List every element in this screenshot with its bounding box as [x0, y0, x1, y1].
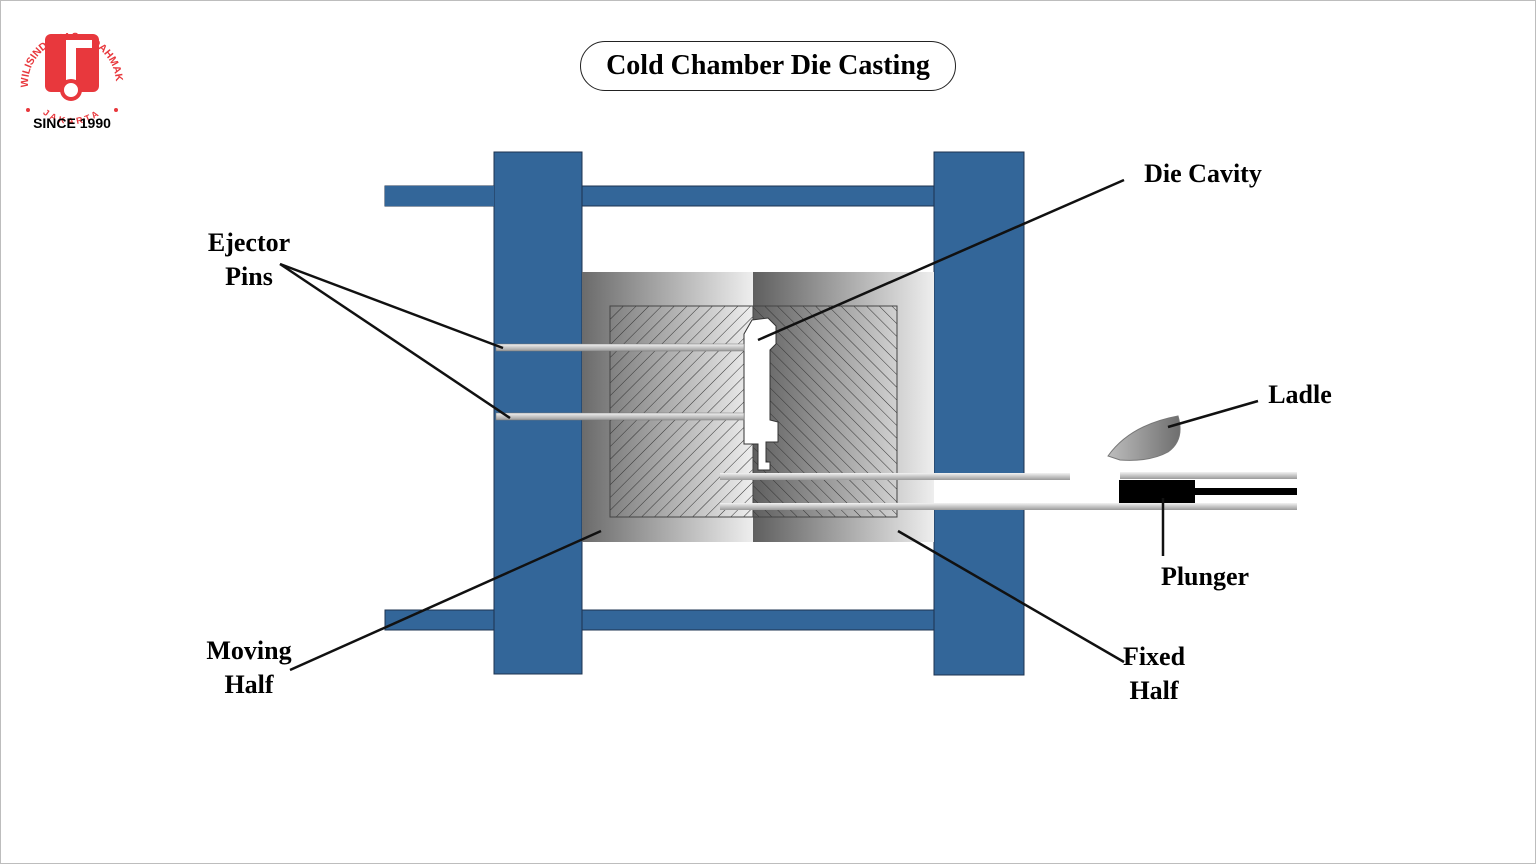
- logo-stem: [66, 40, 76, 80]
- moving-die-insert: [609, 305, 754, 518]
- label-ladle: Ladle: [1268, 380, 1332, 409]
- fixed-platen: [933, 151, 1025, 676]
- leader-ladle: [1167, 399, 1259, 429]
- leader-ejector-pin-upper: [279, 262, 504, 350]
- shot-sleeve-lower-wall: [720, 503, 1297, 510]
- plunger-rod: [1195, 488, 1297, 495]
- plunger-tip: [1119, 480, 1195, 503]
- ejector-pin-upper: [495, 343, 745, 352]
- label-die-cavity: Die Cavity: [1144, 159, 1262, 188]
- label-moving-half-line2: Half: [224, 670, 274, 699]
- leader-fixed-half: [897, 529, 1125, 664]
- ejector-pin-lower: [495, 412, 745, 421]
- logo-dot-left: [26, 108, 30, 112]
- shot-sleeve-upper-wall: [720, 473, 1070, 480]
- shot-sleeve-opening: [934, 479, 1120, 505]
- company-logo: PT. WILISINDOMAS INDAHMAKMUR JAKARTA: [14, 12, 125, 126]
- lower-tie-bar: [384, 609, 938, 631]
- label-fixed-half-line2: Half: [1129, 676, 1179, 705]
- logo-since-text: SINCE 1990: [33, 115, 111, 131]
- logo-ring: [60, 79, 82, 101]
- diagram-title: Cold Chamber Die Casting: [580, 41, 956, 91]
- leader-die-cavity: [757, 178, 1125, 342]
- logo-dot-right: [114, 108, 118, 112]
- die-cavity: [743, 317, 779, 471]
- label-ejector-pins: Ejector Pins: [190, 226, 308, 294]
- leader-moving-half: [289, 529, 602, 672]
- logo-arm: [70, 40, 92, 48]
- label-moving-half-line1: Moving: [206, 636, 292, 665]
- fixed-die-insert: [752, 305, 898, 518]
- label-moving-half: Moving Half: [190, 634, 308, 702]
- label-fixed-half-line1: Fixed: [1122, 642, 1186, 671]
- label-ejector-pins-line1: Ejector: [207, 228, 291, 257]
- label-ejector-pins-line2: Pins: [225, 262, 273, 291]
- leader-ejector-pin-lower: [279, 262, 511, 420]
- label-fixed-half: Fixed Half: [1106, 640, 1202, 708]
- shot-sleeve-upper-wall-right: [1120, 472, 1297, 479]
- upper-tie-bar-left-end: [385, 186, 494, 206]
- label-plunger: Plunger: [1160, 562, 1250, 591]
- ladle: [1107, 415, 1181, 461]
